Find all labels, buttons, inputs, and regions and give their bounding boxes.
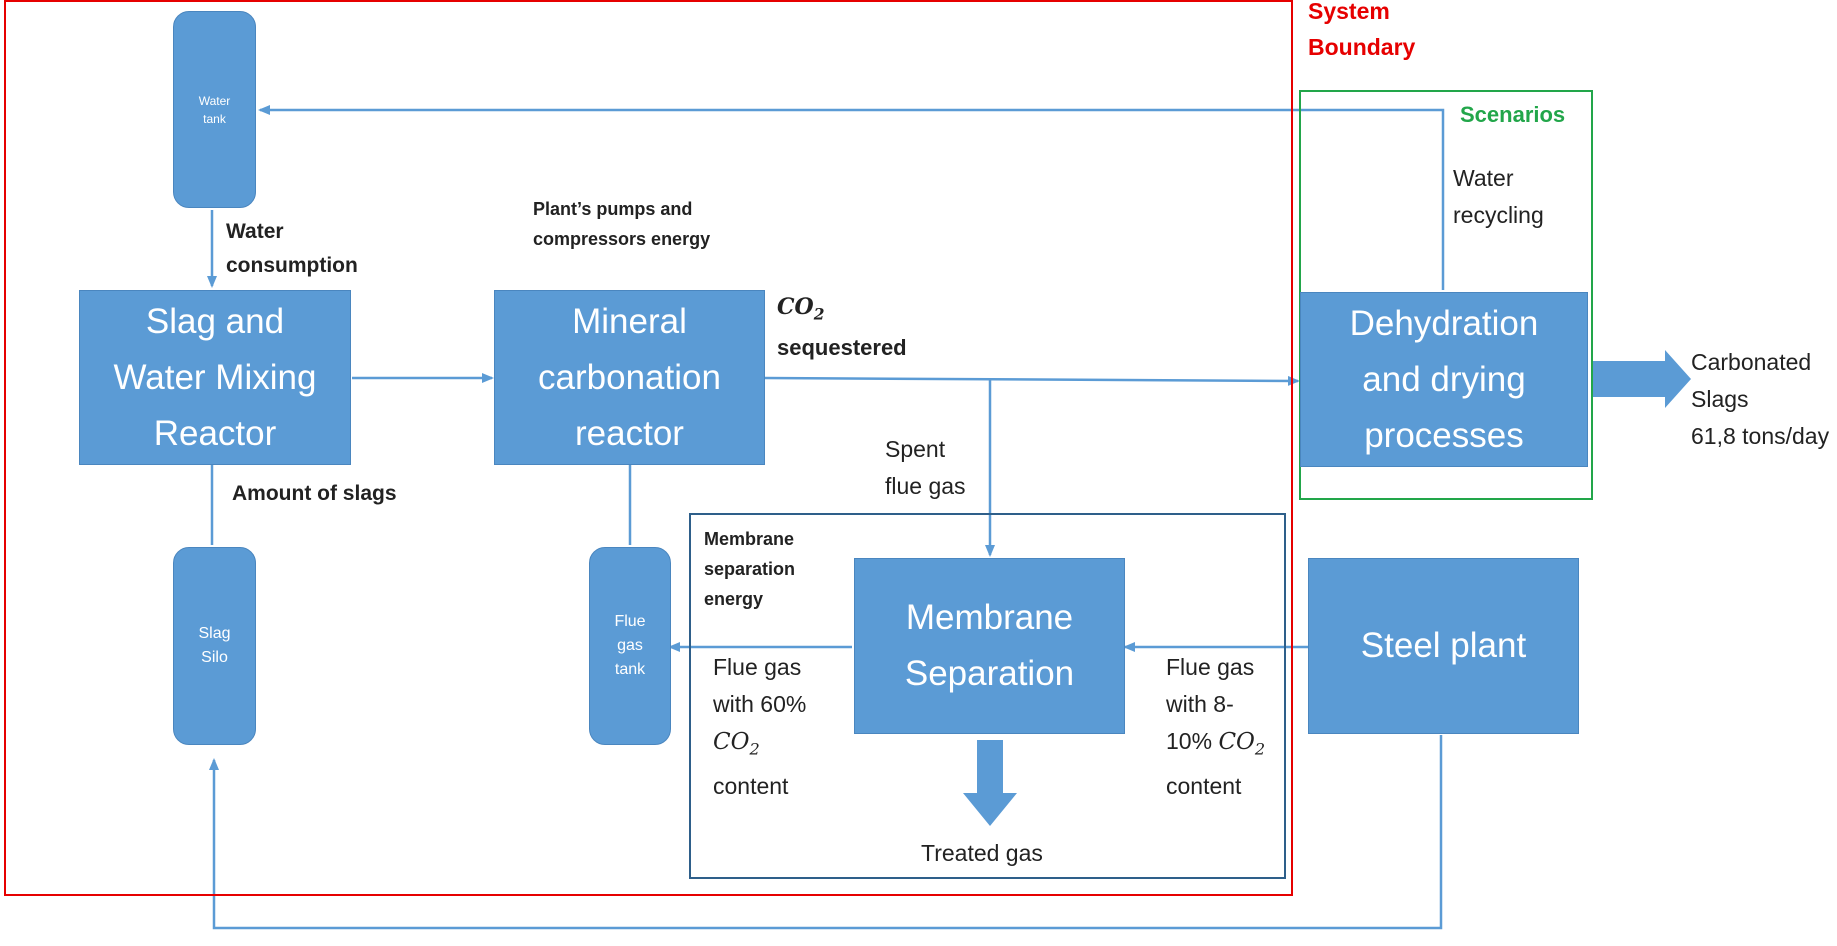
water-recycling-arrow bbox=[258, 105, 1445, 290]
mineral-carbonation-reactor: Mineral carbonation reactor bbox=[494, 290, 765, 465]
system-boundary-frame bbox=[4, 0, 1293, 896]
mineral-to-dehydration-arrow bbox=[764, 375, 1300, 386]
steel-plant-block: Steel plant bbox=[1308, 558, 1579, 734]
flue-gas-60-co2: CO2 bbox=[713, 729, 760, 759]
spent-flue-gas-label: Spent flue gas bbox=[885, 436, 966, 499]
flue-gas-810-line3: 10% bbox=[1166, 728, 1213, 754]
flue-gas-810-line2: with 8- bbox=[1166, 691, 1234, 717]
co2-formula: CO bbox=[1218, 729, 1255, 755]
flue-gas-60-line1: Flue gas bbox=[713, 654, 802, 680]
water-tank: Water tank bbox=[173, 11, 256, 208]
co2-formula: CO bbox=[713, 729, 750, 755]
slag-water-mixing-reactor: Slag and Water Mixing Reactor bbox=[79, 290, 351, 465]
co2-subscript: 2 bbox=[813, 305, 825, 324]
co2-formula: CO bbox=[777, 294, 814, 320]
flue-gas-810-line1: Flue gas bbox=[1166, 654, 1255, 680]
flue-gas-60-line2: with 60% bbox=[713, 691, 807, 717]
carbonated-slags-label: Carbonated Slags 61,8 tons/day bbox=[1691, 349, 1830, 449]
flue-gas-60-label: Flue gas with 60% CO2 content bbox=[713, 649, 806, 805]
sequestered-text: sequestered bbox=[777, 335, 907, 361]
co2-subscript: 2 bbox=[1254, 739, 1266, 759]
co2-sequestered-label: CO2 sequestered bbox=[777, 290, 907, 365]
flue-gas-60-line4: content bbox=[713, 772, 789, 799]
water-consumption-label: Water consumption bbox=[226, 220, 358, 277]
carbonated-slags-block-arrow bbox=[1592, 350, 1691, 408]
treated-gas-label: Treated gas bbox=[921, 840, 1043, 866]
co2-subscript: 2 bbox=[749, 739, 760, 759]
steel-to-silo-arrow bbox=[209, 735, 1443, 930]
flue-gas-tank: Flue gas tank bbox=[589, 547, 671, 745]
dehydration-drying-block: Dehydration and drying processes bbox=[1300, 292, 1588, 467]
flue-gas-810-co2: CO2 bbox=[1218, 729, 1265, 759]
amount-of-slags-label: Amount of slags bbox=[232, 482, 397, 505]
membrane-separation-frame bbox=[689, 513, 1286, 879]
flue-gas-810-line4: content bbox=[1166, 772, 1242, 799]
membrane-separation-energy-label: Membrane separation energy bbox=[704, 529, 796, 609]
membrane-separation-block: Membrane Separation bbox=[854, 558, 1125, 734]
slag-silo: Slag Silo bbox=[173, 547, 256, 745]
treated-gas-block-arrow bbox=[963, 740, 1017, 826]
scenarios-label: Scenarios bbox=[1460, 102, 1566, 127]
system-boundary-label: System Boundary bbox=[1308, 0, 1416, 60]
flue-gas-8-10-label: Flue gas with 8- 10% CO2 content bbox=[1166, 649, 1265, 805]
pumps-compressors-energy-label: Plant’s pumps and compressors energy bbox=[533, 199, 711, 249]
water-recycling-label: Water recycling bbox=[1453, 165, 1544, 228]
